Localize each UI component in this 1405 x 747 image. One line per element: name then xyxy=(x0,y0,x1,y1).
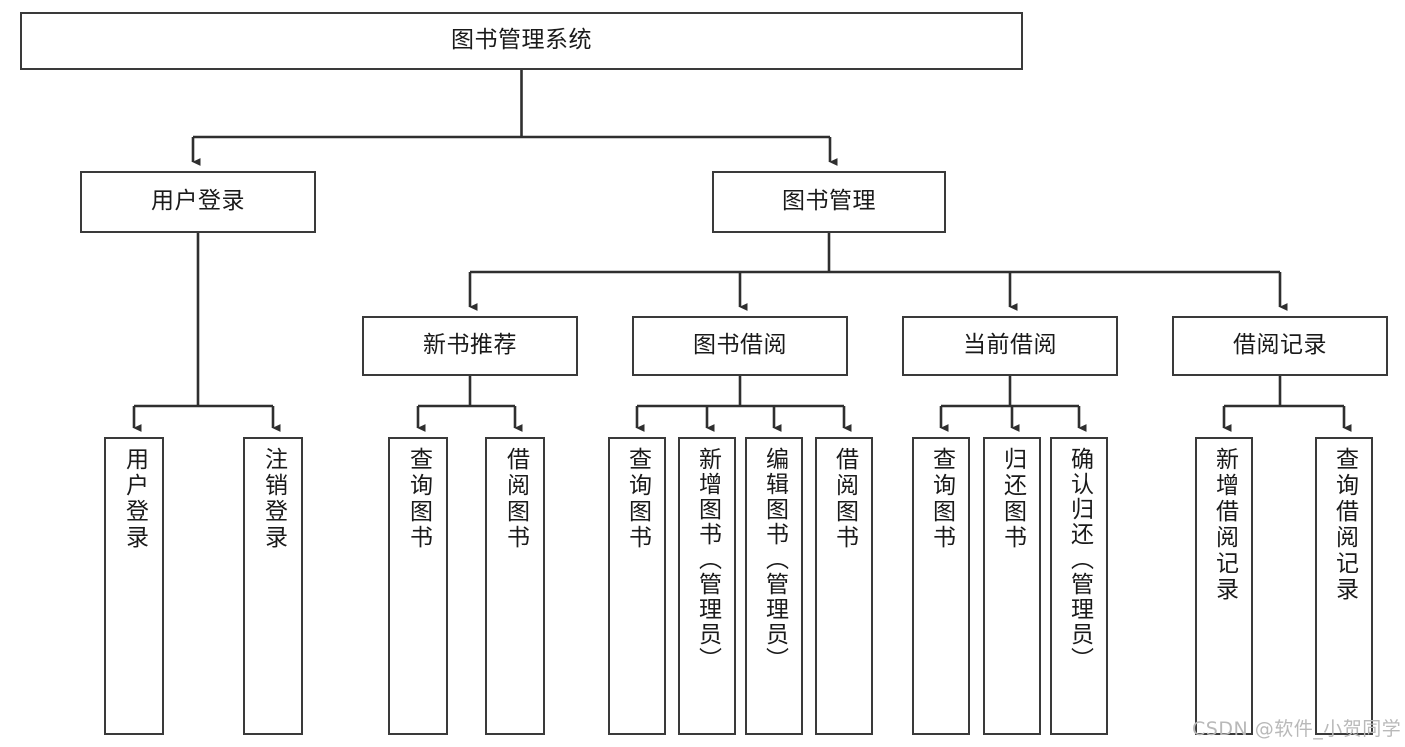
level2-node[interactable]: 用户登录 xyxy=(80,171,316,233)
node-label: 新增借阅记录 xyxy=(1211,447,1238,603)
leaf-node[interactable]: 注销登录 xyxy=(243,437,303,735)
node-label: 新增图书（管理员） xyxy=(694,447,721,672)
leaf-node[interactable]: 查询借阅记录 xyxy=(1315,437,1373,735)
node-label: 注销登录 xyxy=(260,447,287,551)
node-label: 图书管理 xyxy=(782,188,876,215)
level3-node[interactable]: 借阅记录 xyxy=(1172,316,1388,376)
level3-node[interactable]: 新书推荐 xyxy=(362,316,578,376)
leaf-node[interactable]: 编辑图书（管理员） xyxy=(745,437,803,735)
node-label: 当前借阅 xyxy=(963,332,1057,359)
node-label: 借阅图书 xyxy=(502,447,529,551)
node-label: 查询图书 xyxy=(624,447,651,551)
leaf-node[interactable]: 查询图书 xyxy=(608,437,666,735)
leaf-node[interactable]: 新增图书（管理员） xyxy=(678,437,736,735)
leaf-node[interactable]: 借阅图书 xyxy=(485,437,545,735)
leaf-node[interactable]: 归还图书 xyxy=(983,437,1041,735)
node-label: 确认归还（管理员） xyxy=(1066,447,1093,672)
node-label: 查询图书 xyxy=(928,447,955,551)
node-label: 借阅记录 xyxy=(1233,332,1327,359)
root-node[interactable]: 图书管理系统 xyxy=(20,12,1023,70)
leaf-node[interactable]: 查询图书 xyxy=(912,437,970,735)
node-label: 新书推荐 xyxy=(423,332,517,359)
node-label: 编辑图书（管理员） xyxy=(761,447,788,672)
node-label: 图书借阅 xyxy=(693,332,787,359)
node-label: 查询借阅记录 xyxy=(1331,447,1358,603)
leaf-node[interactable]: 查询图书 xyxy=(388,437,448,735)
node-label: 查询图书 xyxy=(405,447,432,551)
node-label: 用户登录 xyxy=(121,447,148,551)
level3-node[interactable]: 当前借阅 xyxy=(902,316,1118,376)
level3-node[interactable]: 图书借阅 xyxy=(632,316,848,376)
leaf-node[interactable]: 用户登录 xyxy=(104,437,164,735)
leaf-node[interactable]: 确认归还（管理员） xyxy=(1050,437,1108,735)
node-label: 归还图书 xyxy=(999,447,1026,551)
level2-node[interactable]: 图书管理 xyxy=(712,171,946,233)
leaf-node[interactable]: 新增借阅记录 xyxy=(1195,437,1253,735)
node-label: 图书管理系统 xyxy=(451,27,592,54)
node-label: 用户登录 xyxy=(151,188,245,215)
leaf-node[interactable]: 借阅图书 xyxy=(815,437,873,735)
node-label: 借阅图书 xyxy=(831,447,858,551)
